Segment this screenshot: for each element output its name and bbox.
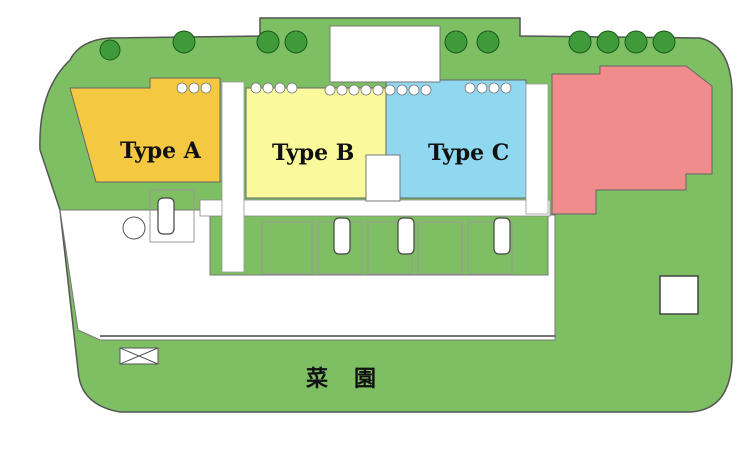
unit-type-a-label: Type A <box>120 138 202 164</box>
unit-type-a <box>69 77 221 183</box>
walkway-strip <box>199 199 551 217</box>
top-parking-bay <box>329 25 441 83</box>
tree-icon <box>99 30 676 240</box>
garden-label: 菜 園 <box>305 366 378 392</box>
corridor-left <box>221 81 549 273</box>
unit-type-b <box>245 87 387 199</box>
stair-core <box>365 154 401 202</box>
unit-type-b-label: Type B <box>272 140 354 166</box>
hedge-row <box>176 82 512 96</box>
unit-type-c-label: Type C <box>428 140 509 166</box>
unit-type-d <box>551 65 713 215</box>
storage-shed-icon <box>659 275 699 315</box>
unit-type-c <box>385 79 527 199</box>
